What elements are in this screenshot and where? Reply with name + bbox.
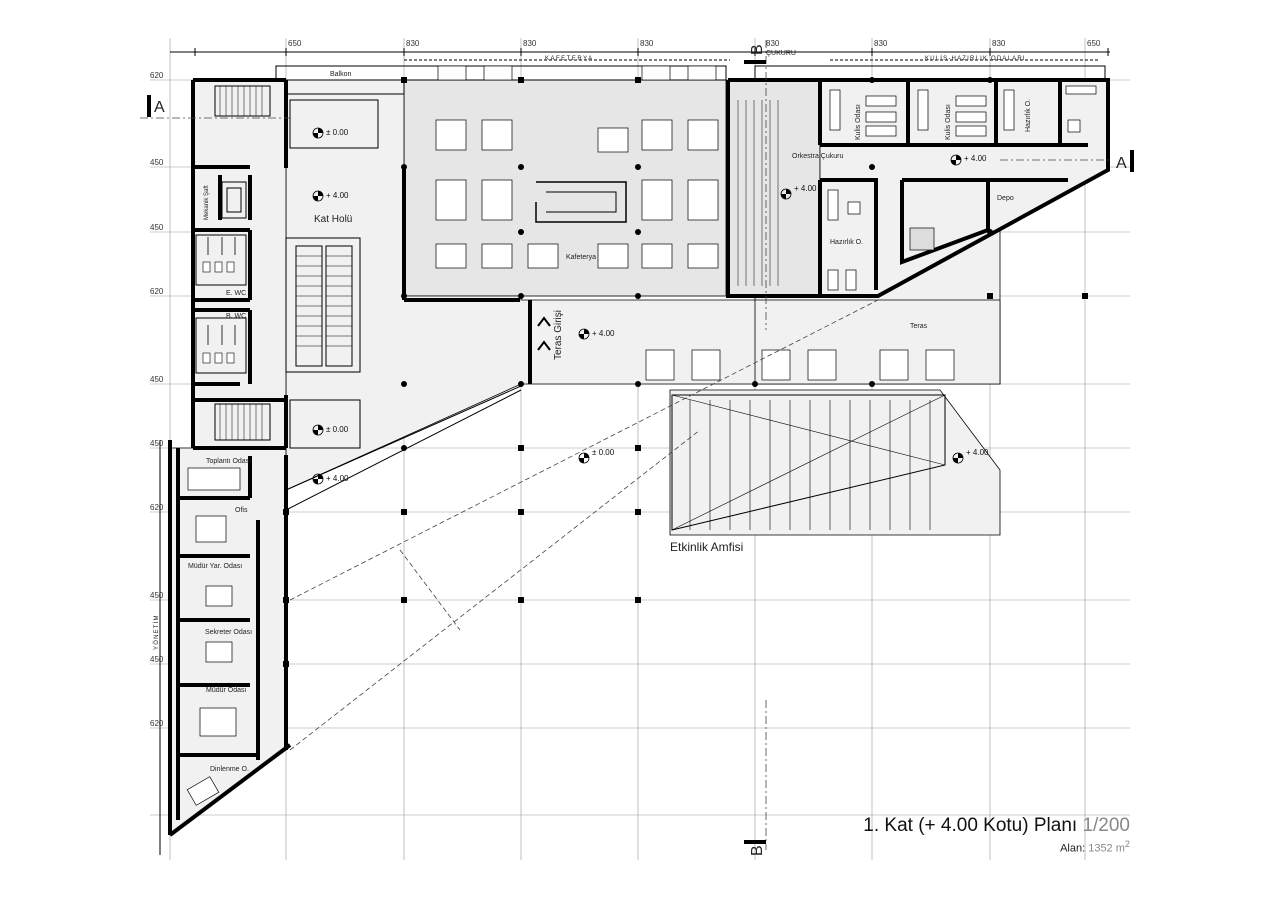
level-marker-lobby-lower: + 4.00: [312, 473, 349, 485]
svg-text:± 0.00: ± 0.00: [326, 128, 349, 137]
level-marker-teras-girisi: + 4.00: [578, 328, 615, 340]
core-stairs: [214, 85, 271, 441]
columns: [283, 77, 1088, 667]
section-mark-a-left: A: [154, 99, 165, 116]
room-label-hazirlik-o-1: Hazırlık O.: [1025, 99, 1032, 132]
projection-lines: [140, 40, 1110, 850]
room-label-e-wc: E. WC: [226, 290, 246, 297]
area-value: 1352 m: [1088, 842, 1125, 855]
room-label-orkestra-cukuru: Orkestra Çukuru: [792, 153, 843, 160]
section-marks: A A B B: [147, 44, 1134, 856]
drawing-scale: 1/200: [1082, 815, 1130, 836]
admin-furniture: [186, 467, 241, 806]
voids: [289, 99, 379, 449]
level-marker-balkon-void: ± 0.00: [312, 127, 349, 139]
kulis-furniture: [827, 85, 1097, 291]
dim-left-9: 450: [150, 655, 164, 664]
room-label-etkinlik-amfisi: Etkinlik Amfisi: [670, 540, 743, 554]
room-labels: Kat Holü Kafeterya Teras Girişi Teras Et…: [188, 99, 1032, 773]
section-mark-a-right: A: [1116, 155, 1127, 172]
zone-label-yonetim: YÖNETİM: [153, 614, 160, 650]
floor-areas: [169, 79, 1109, 836]
entrance-arrows: [537, 316, 551, 351]
level-marker-amphi-top: + 4.00: [952, 448, 989, 464]
orkestra-stairs: [737, 100, 779, 286]
central-stairs: [285, 237, 361, 373]
zone-label-kulis: KULİS-HAZIRLIK ODALARI: [925, 55, 1026, 62]
dim-top-8: 650: [1087, 39, 1101, 48]
svg-text:± 0.00: ± 0.00: [326, 425, 349, 434]
svg-text:± 0.00: ± 0.00: [592, 448, 615, 457]
drawing-title: 1. Kat (+ 4.00 Kotu) Planı 1/200: [863, 815, 1130, 837]
room-label-kat-holu: Kat Holü: [314, 214, 352, 225]
room-label-kulis-odasi-1: Kulis Odası: [855, 104, 862, 140]
dim-left-5: 450: [150, 375, 164, 384]
room-label-hazirlik-o-2: Hazırlık O.: [830, 239, 863, 246]
dim-left-3: 450: [150, 223, 164, 232]
dim-left-7: 620: [150, 503, 164, 512]
room-label-sekreter-odasi: Sekreter Odası: [205, 629, 252, 636]
cafeteria-furniture: [435, 65, 719, 269]
section-mark-b-bottom: B: [749, 845, 766, 856]
level-markers: ± 0.00 + 4.00 ± 0.00 + 4.00 + 4.00 ± 0.0…: [312, 127, 989, 485]
area-line: Alan: 1352 m2: [863, 839, 1130, 855]
room-label-depo: Depo: [997, 195, 1014, 202]
drawing-title-main: 1. Kat (+ 4.00 Kotu) Planı: [863, 815, 1078, 836]
admin-wing-area: [169, 447, 287, 836]
zone-label-kafeterya: KAFETERYA: [545, 56, 594, 62]
svg-text:+ 4.00: + 4.00: [966, 448, 989, 457]
teras-area: [754, 299, 1001, 385]
svg-text:+ 4.00: + 4.00: [794, 184, 817, 193]
left-dimension-line: 620 450 450 620 450 450 620 450 450 620 …: [150, 71, 164, 855]
room-label-mudur-yar-odasi: Müdür Yar. Odası: [188, 563, 242, 570]
level-marker-cukuru: + 4.00: [780, 184, 817, 200]
room-label-mekanik-saft: Mekanik Şaft: [204, 185, 210, 220]
dim-left-1: 620: [150, 71, 164, 80]
level-marker-lower-void: ± 0.00: [312, 424, 349, 436]
room-label-mudur-odasi: Müdür Odası: [206, 687, 247, 694]
teras-furniture: [645, 349, 955, 381]
svg-text:+ 4.00: + 4.00: [964, 154, 987, 163]
area-label: Alan:: [1060, 842, 1086, 855]
room-label-b-wc: B. WC: [226, 313, 246, 320]
orkestra-cukuru-area: [727, 79, 821, 297]
svg-text:+ 4.00: + 4.00: [326, 191, 349, 200]
dim-top-5: 830: [766, 39, 780, 48]
title-block: 1. Kat (+ 4.00 Kotu) Planı 1/200 Alan: 1…: [863, 815, 1130, 855]
level-marker-plaza: ± 0.00: [578, 448, 615, 464]
level-marker-kat-holu: + 4.00: [312, 190, 349, 202]
dim-left-8: 450: [150, 591, 164, 600]
dim-top-6: 830: [874, 39, 888, 48]
dim-left-6: 450: [150, 439, 164, 448]
room-label-teras: Teras: [910, 323, 928, 330]
room-label-teras-girisi: Teras Girişi: [553, 310, 564, 360]
room-label-balkon: Balkon: [330, 71, 352, 78]
room-label-kulis-odasi-2: Kulis Odası: [945, 104, 952, 140]
wc-fixtures: [195, 234, 247, 374]
svg-text:+ 4.00: + 4.00: [326, 474, 349, 483]
walls: [168, 78, 1110, 837]
dim-top-2: 830: [406, 39, 420, 48]
room-label-kafeterya: Kafeterya: [566, 254, 596, 261]
room-label-dinlenme-o: Dinlenme O.: [210, 766, 249, 773]
amphitheatre-area: [669, 389, 1001, 536]
svg-text:+ 4.00: + 4.00: [592, 329, 615, 338]
dim-left-4: 620: [150, 287, 164, 296]
room-label-ofis: Ofis: [235, 507, 248, 514]
dim-top-4: 830: [640, 39, 654, 48]
dim-left-10: 620: [150, 719, 164, 728]
area-unit-sup: 2: [1124, 839, 1130, 849]
dim-top-3: 830: [523, 39, 537, 48]
top-dimension-line: 650 830 830 830 830 830 830 650 KAFETERY…: [170, 39, 1110, 62]
dim-top-1: 650: [288, 39, 302, 48]
room-label-toplanti-odasi: Toplantı Odası: [206, 458, 251, 465]
section-mark-b-top: B: [749, 44, 766, 55]
zone-label-cukuru: ÇUKURU: [766, 50, 796, 57]
dim-top-7: 830: [992, 39, 1006, 48]
dim-left-2: 450: [150, 158, 164, 167]
amphitheatre-steps: [671, 394, 946, 531]
level-marker-kulis: + 4.00: [950, 154, 987, 166]
